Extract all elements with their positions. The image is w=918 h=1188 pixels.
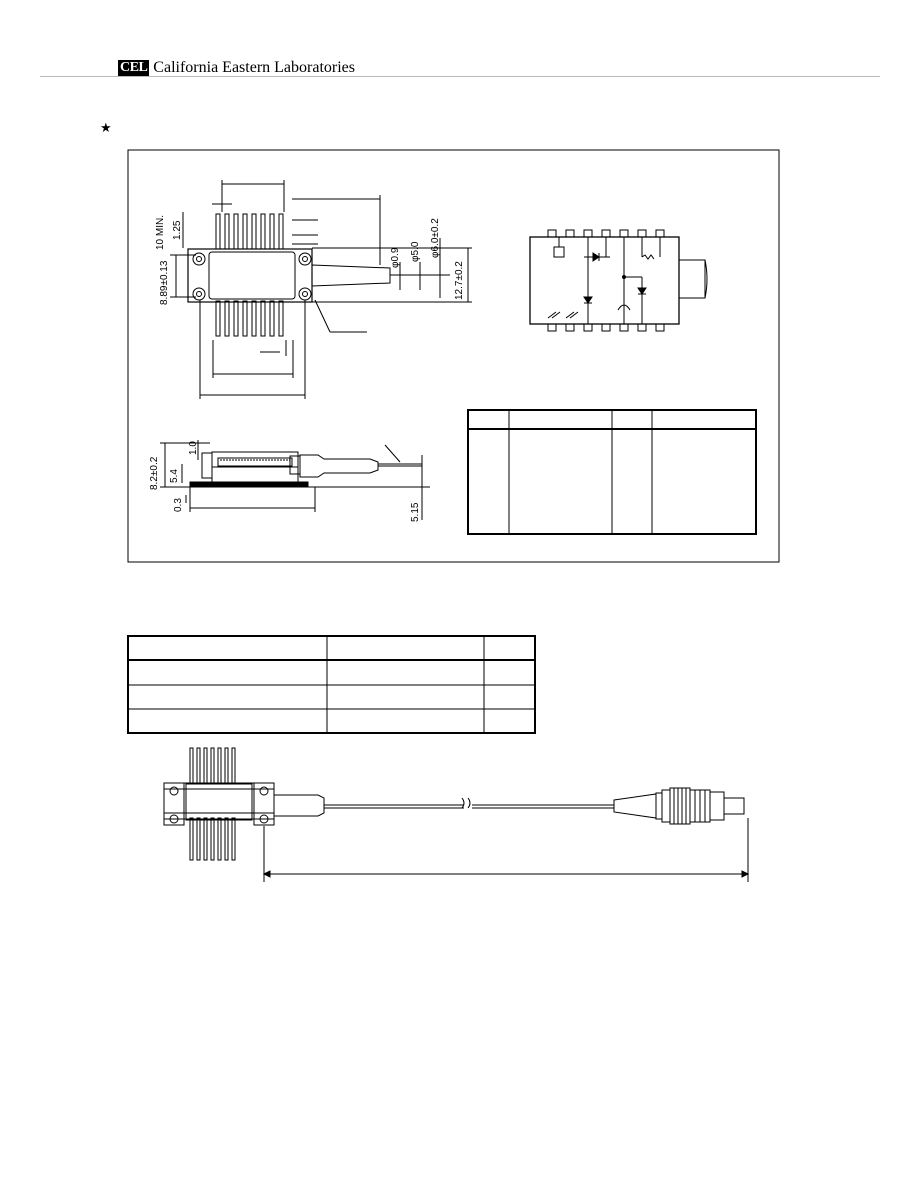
dim-top-offset: 1.0 <box>188 441 199 455</box>
laser-diode-icon <box>583 296 593 304</box>
pin-schematic <box>529 229 708 332</box>
flange <box>187 248 313 303</box>
dim-sleeve-dia: φ5.0 <box>410 241 421 262</box>
bottom-leads <box>215 300 284 337</box>
dim-lead-offset: 1.25 <box>172 220 183 240</box>
body <box>208 251 296 300</box>
side-view <box>160 440 430 520</box>
pigtail-assembly <box>163 747 750 882</box>
package-frame <box>127 149 780 563</box>
side-view-dims: 8.2±0.2 1.0 5.4 0.3 5.15 <box>149 441 421 522</box>
peltier-icon <box>637 287 647 295</box>
header-divider <box>40 76 880 77</box>
cel-logo: CEL <box>118 60 150 76</box>
top-view <box>170 180 472 399</box>
pin-table <box>467 409 757 535</box>
company-name: California Eastern Laboratories <box>153 59 355 76</box>
dim-pitch: 8.89±0.13 <box>159 260 170 305</box>
page-header: CEL California Eastern Laboratories <box>118 58 355 78</box>
top-view-dims: 10 MIN. 1.25 8.89±0.13 φ0.9 φ5.0 φ6.0±0.… <box>155 215 465 305</box>
dim-fiber-dia: φ0.9 <box>390 247 401 268</box>
photodiode-icon <box>592 252 600 262</box>
ordering-table <box>127 635 536 734</box>
thermistor-icon <box>553 246 565 258</box>
dim-side-height: 8.2±0.2 <box>149 456 160 490</box>
dim-min-lead: 10 MIN. <box>155 215 166 250</box>
dim-fiber-height: 5.15 <box>410 502 421 522</box>
dim-body-height: 5.4 <box>169 469 180 483</box>
dim-flange-height: 12.7±0.2 <box>454 261 465 300</box>
dim-base: 0.3 <box>173 498 184 512</box>
top-leads <box>215 213 284 250</box>
dim-boot-dia: φ6.0±0.2 <box>430 218 441 258</box>
revision-star-icon: ★ <box>100 120 112 135</box>
